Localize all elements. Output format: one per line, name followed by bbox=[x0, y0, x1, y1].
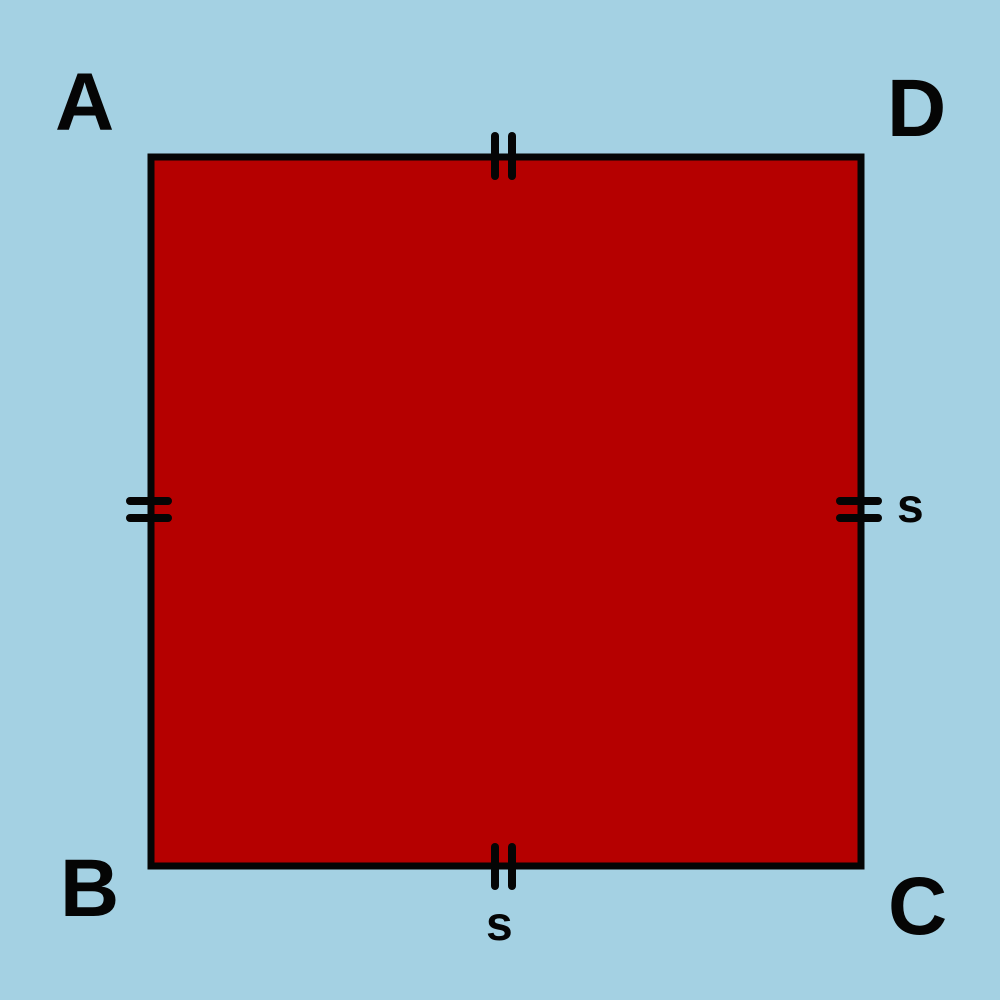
right-side-tick-marks bbox=[836, 497, 882, 522]
vertex-label-b: B bbox=[60, 843, 119, 934]
vertex-label-c: C bbox=[888, 861, 947, 952]
left-side-tick-marks bbox=[126, 497, 172, 522]
bottom-side-tick-marks bbox=[491, 843, 516, 890]
right-side-length-label: s bbox=[897, 480, 924, 533]
bottom-side-length-label: s bbox=[486, 898, 513, 951]
square-abcd bbox=[147, 153, 865, 870]
vertex-label-a: A bbox=[55, 57, 114, 148]
vertex-label-d: D bbox=[887, 63, 946, 154]
top-side-tick-marks bbox=[491, 132, 516, 180]
